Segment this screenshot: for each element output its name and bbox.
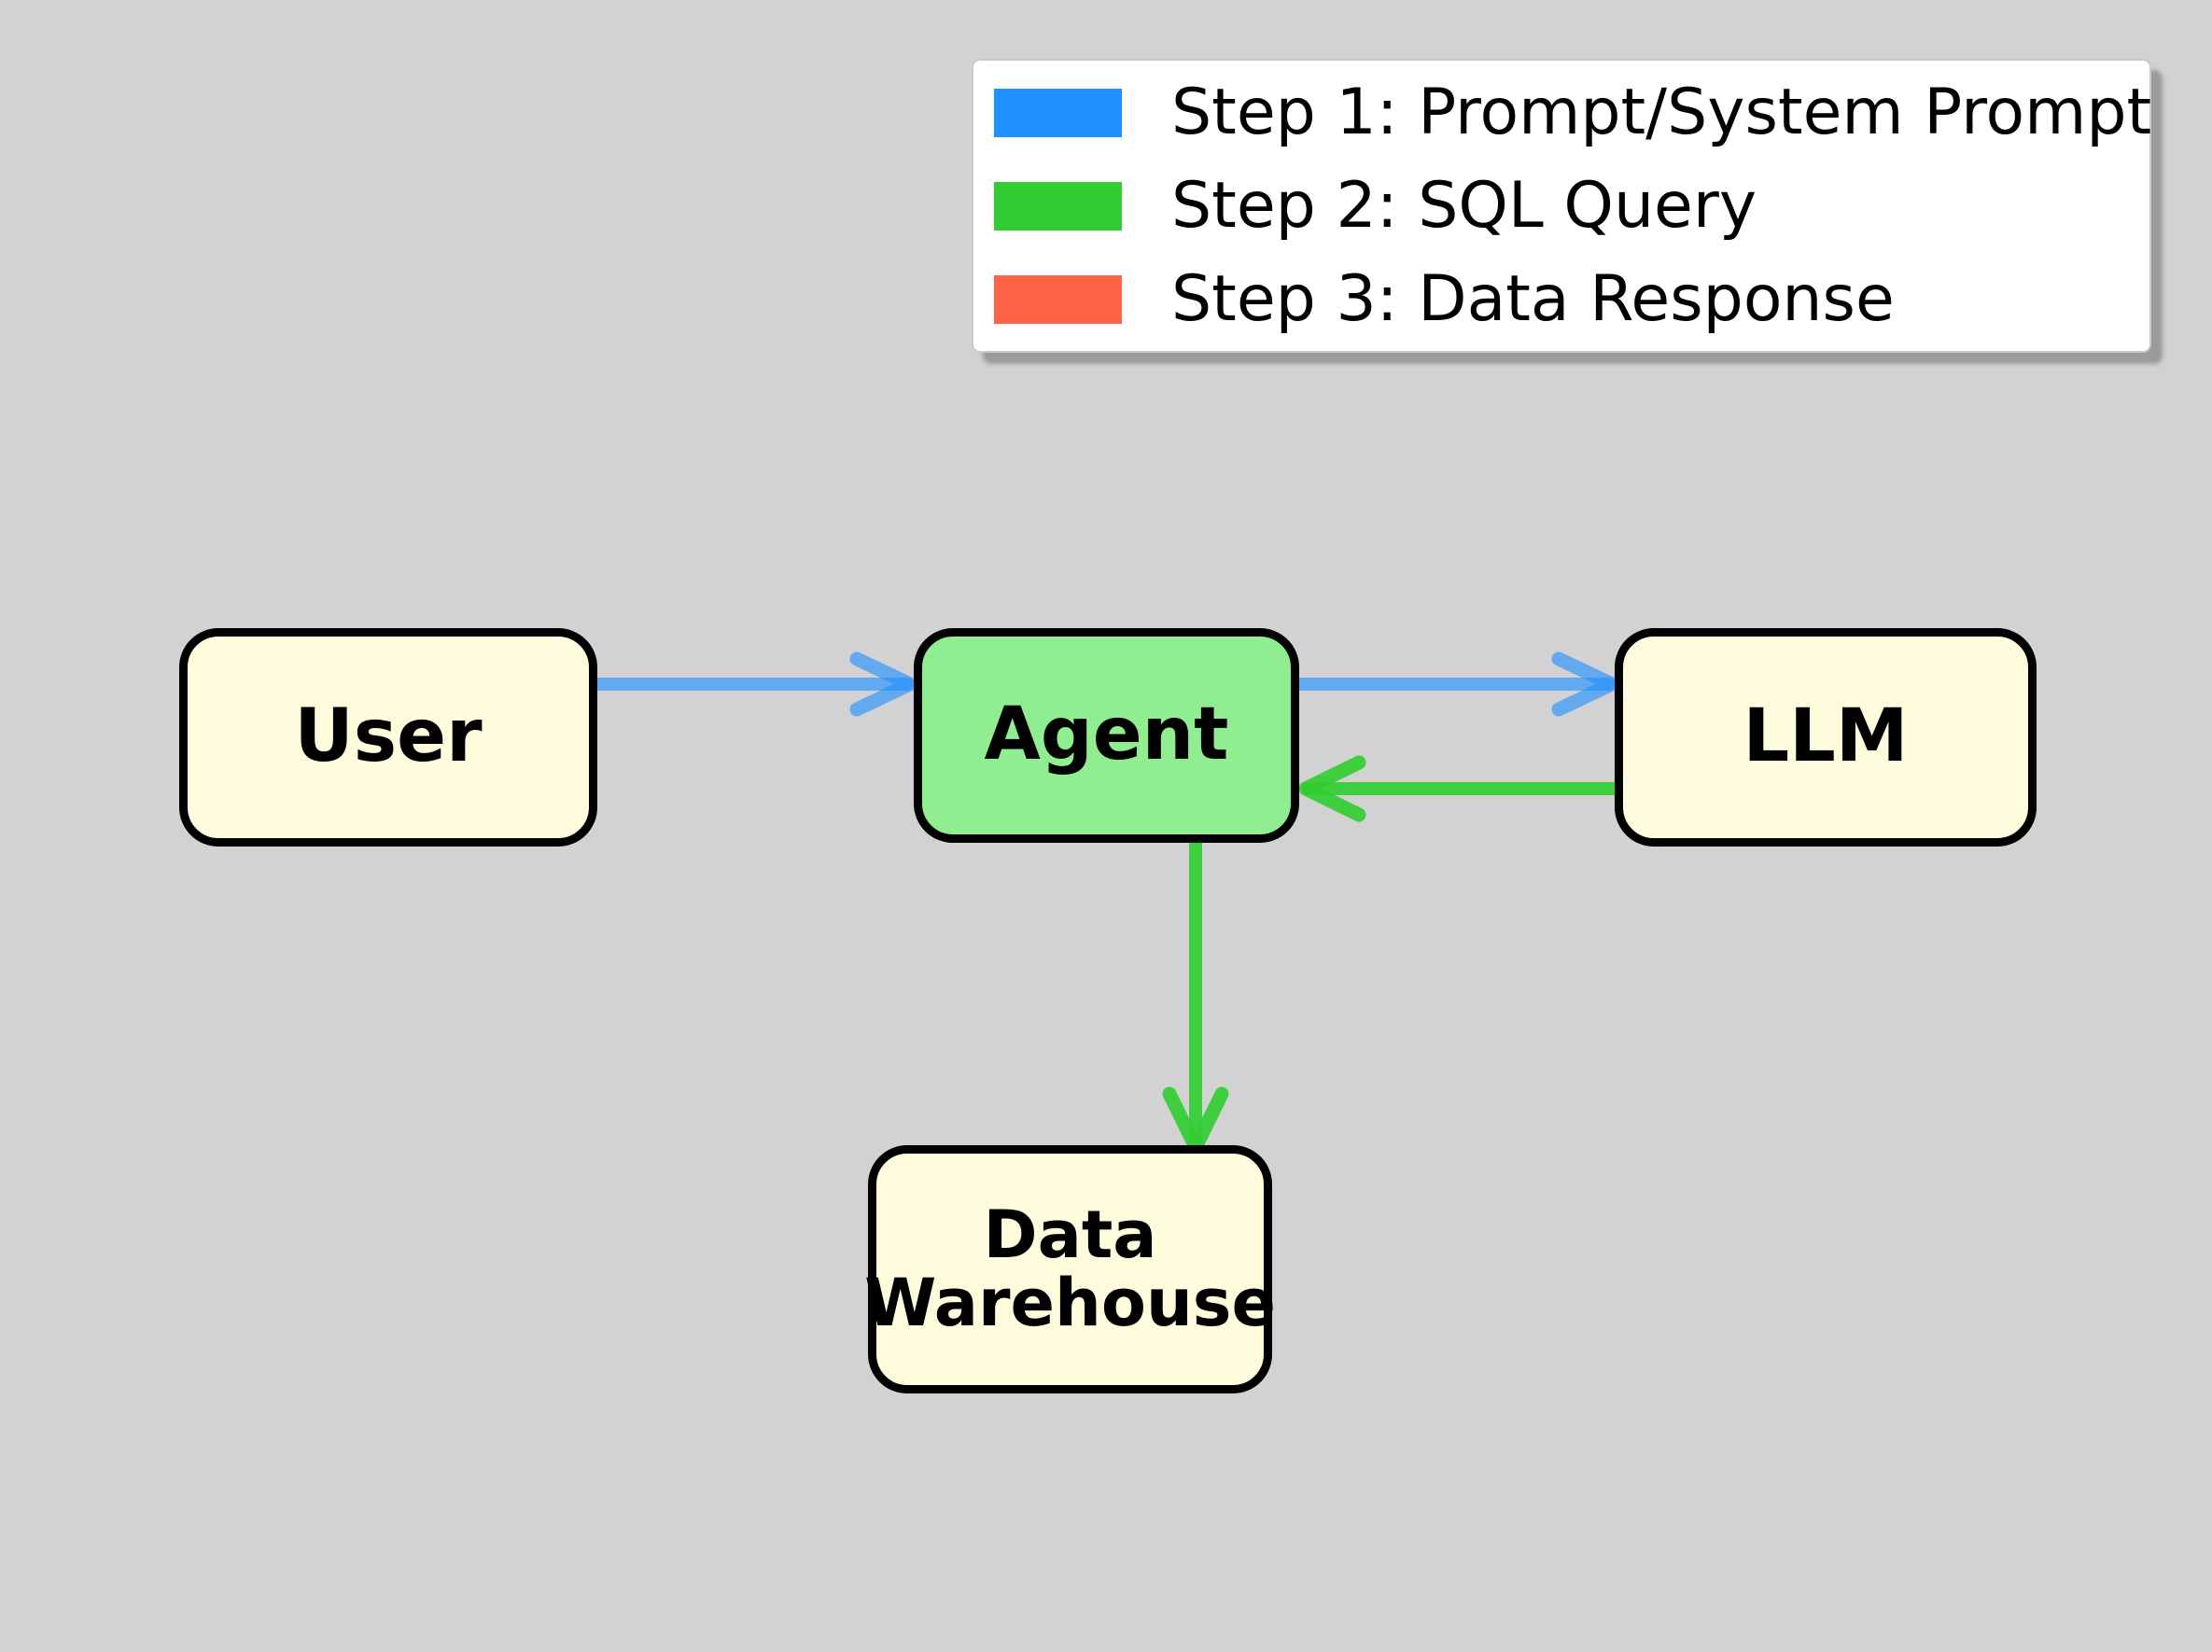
legend-swatch-step3	[994, 274, 1122, 324]
arrow-user-to-agent	[591, 651, 917, 717]
legend-item-step1: Step 1: Prompt/System Prompt	[973, 66, 2152, 160]
node-llm-label: LLM	[1743, 694, 1909, 779]
legend-label-step3: Step 3: Data Response	[1171, 262, 1895, 336]
legend-item-step2: Step 2: SQL Query	[973, 160, 2149, 253]
arrow-head	[1551, 651, 1619, 717]
node-data-warehouse-label: Data Warehouse	[864, 1196, 1276, 1341]
node-agent-label: Agent	[984, 693, 1229, 777]
legend-item-step3: Step 3: Data Response	[973, 253, 2149, 346]
arrow-head	[1298, 755, 1366, 822]
node-user-label: User	[294, 694, 483, 779]
node-llm: LLM	[1615, 628, 2037, 847]
arrow-agent-to-warehouse	[1162, 836, 1229, 1155]
legend-label-step1: Step 1: Prompt/System Prompt	[1171, 76, 2152, 149]
legend: Step 1: Prompt/System Prompt Step 2: SQL…	[972, 59, 2151, 353]
node-data-warehouse: Data Warehouse	[864, 1145, 1276, 1393]
node-user: User	[179, 628, 597, 847]
legend-swatch-step1	[994, 88, 1122, 137]
arrow-agent-to-llm	[1293, 651, 1619, 717]
arrow-llm-to-agent	[1298, 755, 1627, 822]
arrow-head	[849, 651, 917, 717]
legend-swatch-step2	[994, 181, 1122, 231]
node-agent: Agent	[914, 628, 1299, 843]
legend-label-step2: Step 2: SQL Query	[1171, 169, 1757, 243]
